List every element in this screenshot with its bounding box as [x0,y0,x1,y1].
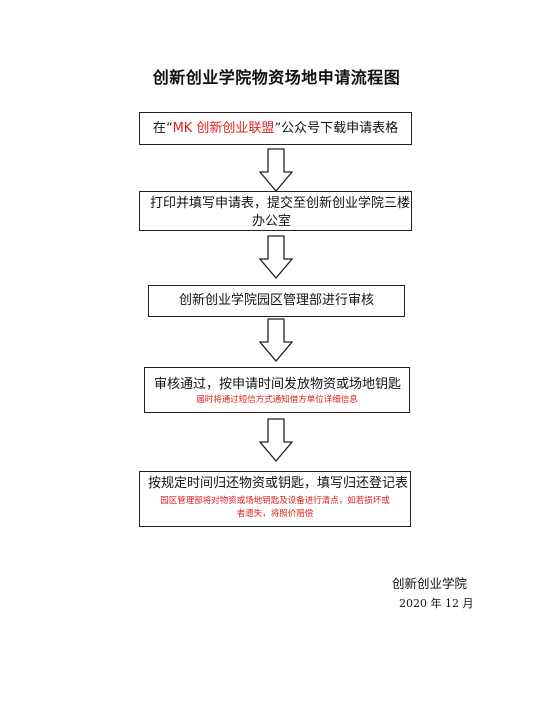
step-3-text: 创新创业学院园区管理部进行审核 [178,293,374,308]
step-1-highlight: MK 创新创业联盟 [172,121,275,136]
step-4-box: 审核通过，按申请时间发放物资或场地钥匙 届时将通过短信方式通知借方单位详细信息 [144,367,410,413]
arrow-down-icon [259,418,293,462]
step-5-box: 按规定时间归还物资或钥匙，填写归还登记表 园区管理部将对物资或场地钥匙及设备进行… [139,471,411,527]
step-2-box: 打印并填写申请表，提交至创新创业学院三楼 办公室 [139,191,412,231]
step-4-text: 审核通过，按申请时间发放物资或场地钥匙 [154,377,402,392]
arrow-down-icon [259,318,293,362]
footer-date: 2020 年 12 月 [399,597,474,610]
step-2-line-2: 办公室 [252,214,292,229]
step-5-text: 按规定时间归还物资或钥匙，填写归还登记表 [148,476,409,491]
page-title: 创新创业学院物资场地申请流程图 [152,68,401,87]
step-5-note-line-1: 园区管理部将对物资或场地钥匙及设备进行清点，如若损坏或 [160,496,390,506]
arrow-down-icon [259,235,293,279]
step-5-note-line-2: 者遗失，将照价赔偿 [236,509,314,519]
step-1-suffix: ”公众号下载申请表格 [274,121,399,136]
footer-org: 创新创业学院 [392,576,468,591]
arrow-down-icon [259,148,293,192]
step-1-prefix: 在“ [152,121,173,136]
step-3-box: 创新创业学院园区管理部进行审核 [148,285,405,317]
step-4-note: 届时将通过短信方式通知借方单位详细信息 [196,395,358,405]
step-2-line-1: 打印并填写申请表，提交至创新创业学院三楼 [150,196,411,211]
step-1-box: 在“MK 创新创业联盟”公众号下载申请表格 [139,112,412,145]
